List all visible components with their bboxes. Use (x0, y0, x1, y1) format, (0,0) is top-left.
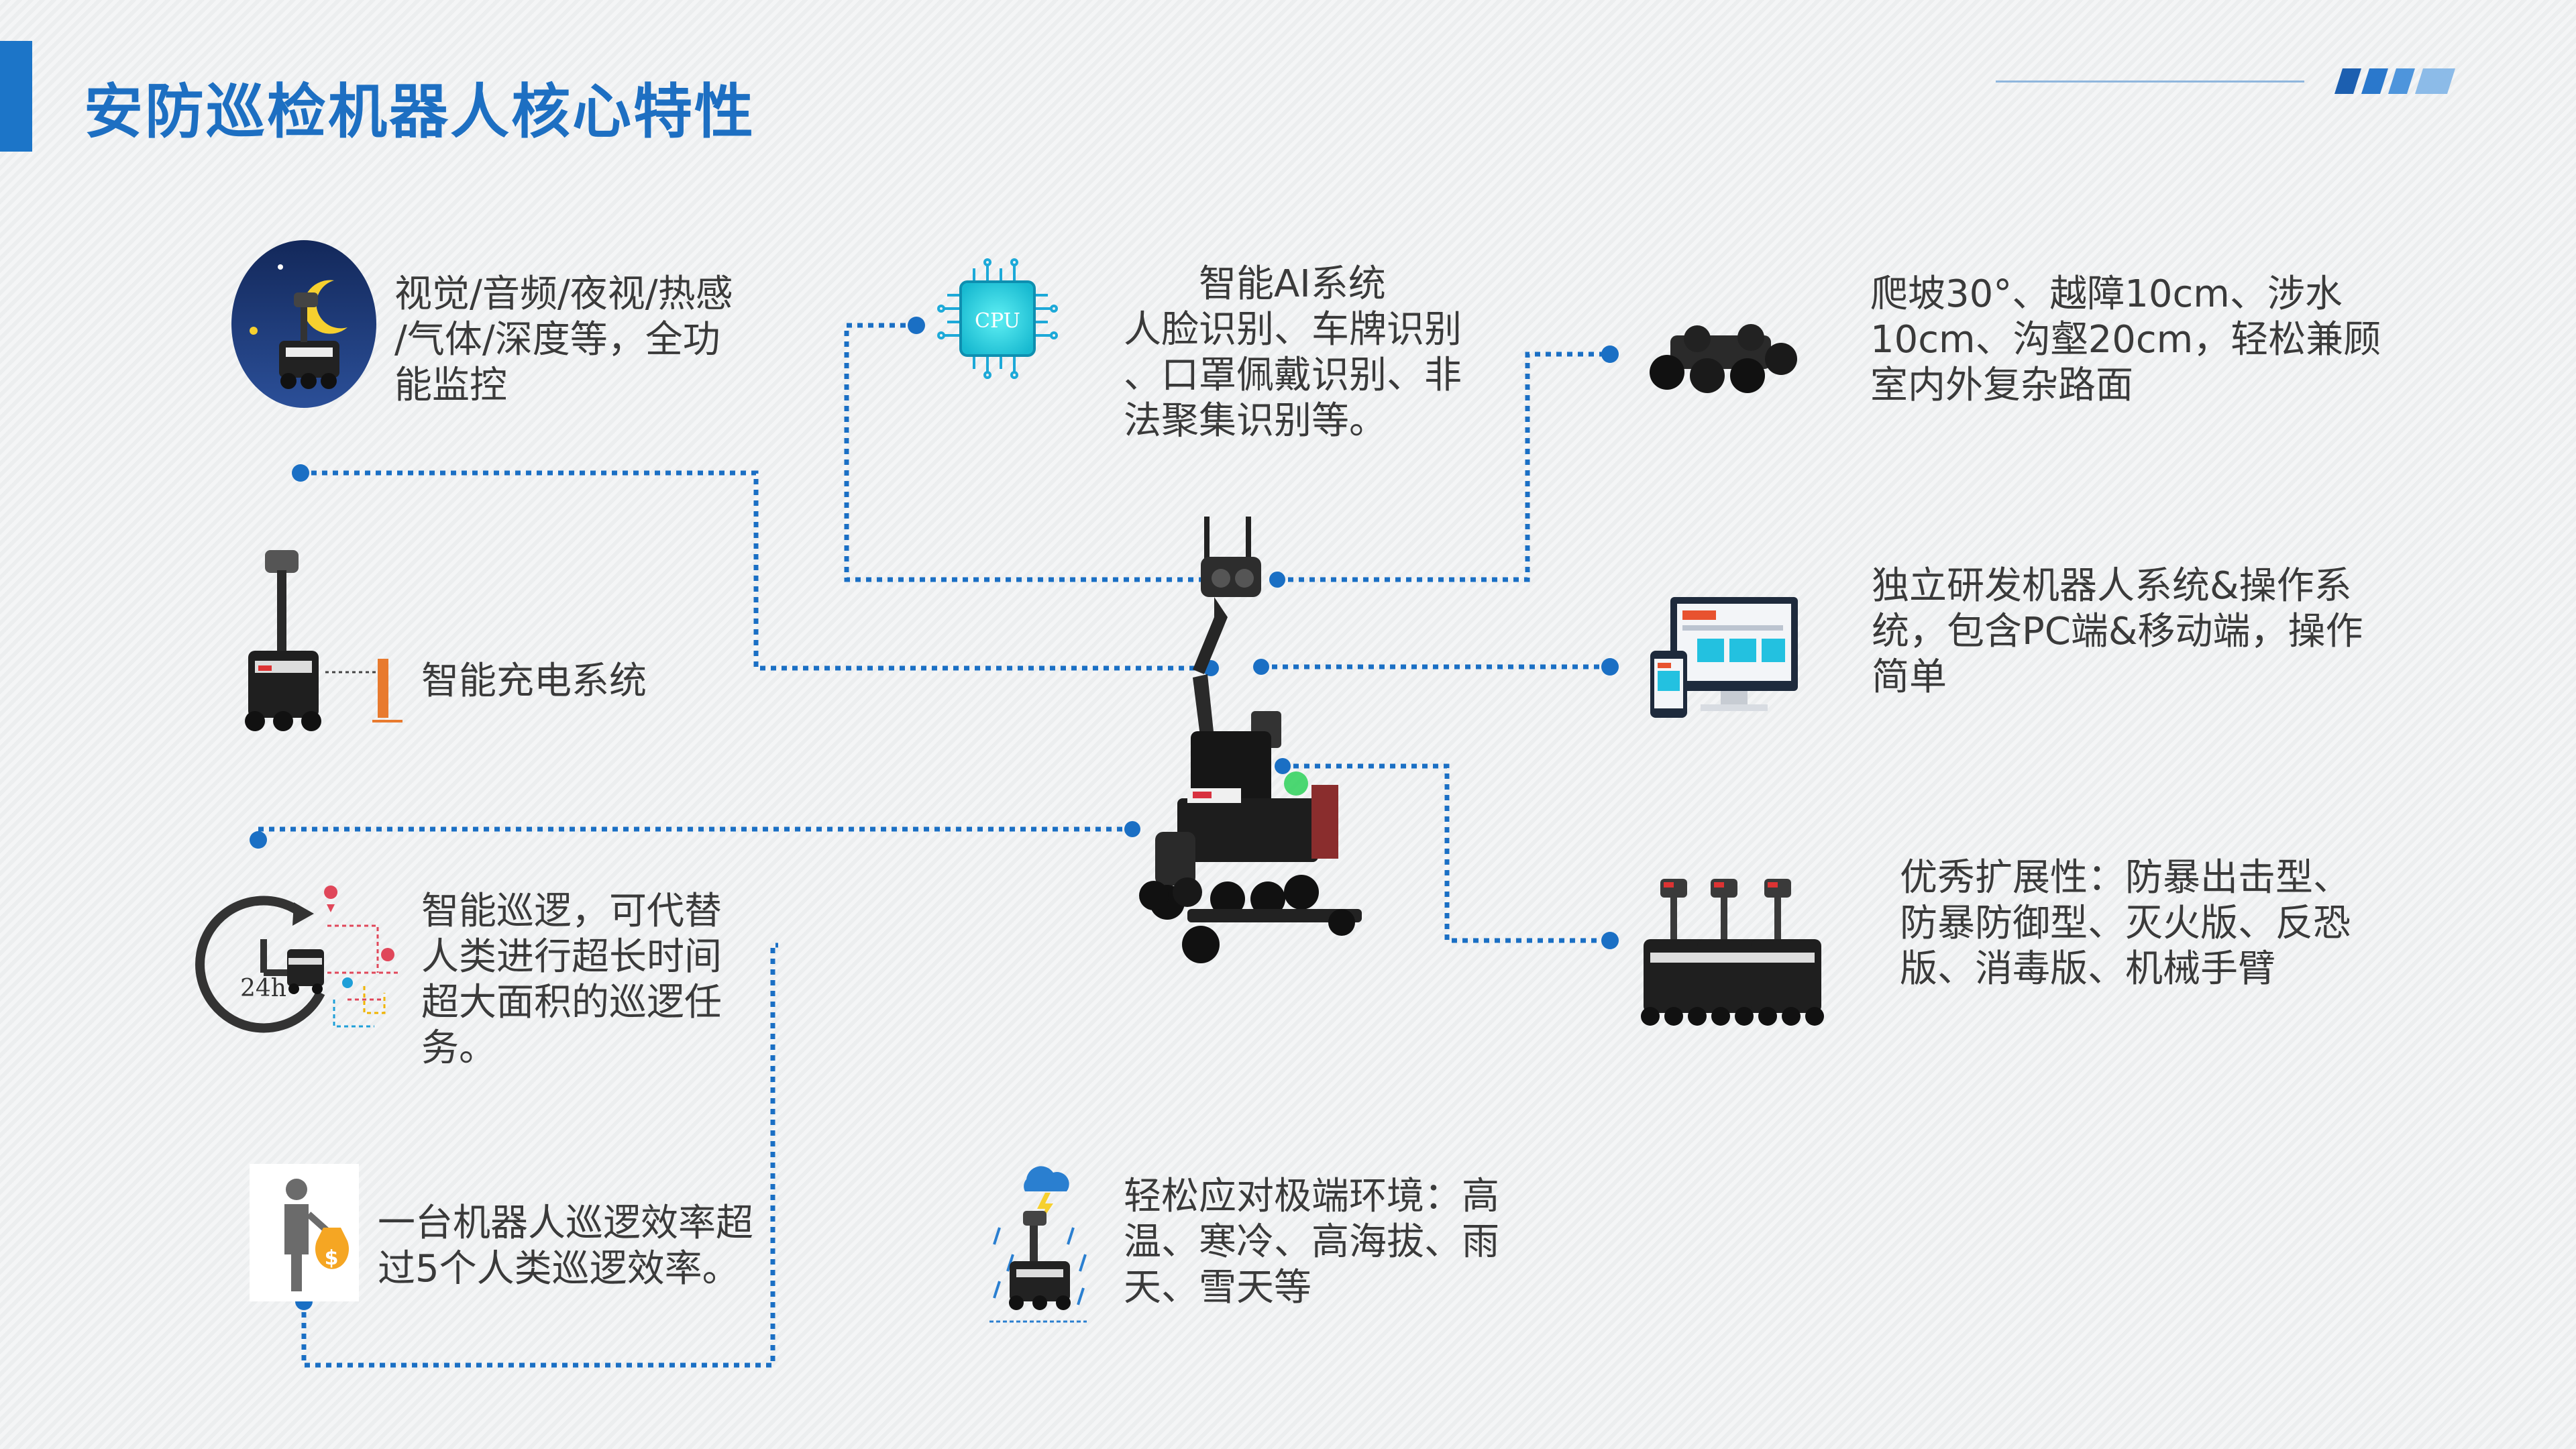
patrol-line: 智能巡逻，可代替 (421, 890, 722, 933)
os-line: 统，包含PC端&移动端，操作 (1872, 610, 2363, 653)
environment-line: 天、雪天等 (1124, 1266, 1311, 1309)
extension-line: 版、消毒版、机械手臂 (1900, 947, 2275, 991)
connector-dots (250, 317, 1619, 1310)
feature-charging-text: 智能充电系统 (421, 659, 703, 704)
patrol-clock-label: 24h (240, 975, 286, 1002)
ai-line: 人脸识别、车牌识别 (1124, 308, 1462, 352)
ai-line: 法聚集识别等。 (1124, 399, 1387, 443)
efficiency-person-icon: $ (250, 1164, 359, 1301)
dot-ai (908, 317, 925, 334)
ai-heading: 智能AI系统 (1199, 262, 1386, 306)
monitoring-line: 视觉/音频/夜视/热感 (394, 272, 733, 316)
header-stripes-icon (2334, 68, 2455, 94)
monitoring-line: /气体/深度等，全功 (394, 318, 720, 362)
feature-os-text: 独立研发机器人系统&操作系 统，包含PC端&移动端，操作 简单 (1872, 564, 2408, 700)
title-accent-bar (0, 41, 32, 152)
dot-terrain (1601, 345, 1619, 363)
environment-line: 轻松应对极端环境：高 (1124, 1175, 1499, 1218)
patrol-line: 超大面积的巡逻任 (421, 981, 722, 1024)
environment-line: 温、寒冷、高海拔、雨 (1124, 1220, 1499, 1264)
os-line: 独立研发机器人系统&操作系 (1872, 564, 2352, 608)
center-robot-icon (1139, 517, 1362, 963)
monitoring-line: 能监控 (394, 364, 507, 407)
connector-extension (1283, 763, 1610, 943)
connector-patrol (256, 826, 1132, 840)
feature-monitoring-text: 视觉/音频/夜视/热感 /气体/深度等，全功 能监控 (394, 272, 770, 409)
night-monitoring-robot-icon (231, 240, 376, 408)
dot-patrol (250, 831, 267, 849)
patrol-line: 务。 (421, 1026, 496, 1070)
extension-line: 优秀扩展性：防暴出击型、 (1900, 856, 2351, 900)
feature-terrain-text: 爬坡30°、越障10cm、涉水 10cm、沟壑20cm，轻松兼顾 室内外复杂路面 (1870, 272, 2407, 409)
ai-line: 、口罩佩戴识别、非 (1124, 354, 1462, 397)
connector-ai (844, 323, 1211, 582)
extreme-weather-icon (989, 1166, 1087, 1323)
feature-ai-text: 智能AI系统 人脸识别、车牌识别 、口罩佩戴识别、非 法聚集识别等。 (1124, 262, 1499, 444)
terrain-line: 10cm、沟壑20cm，轻松兼顾 (1870, 318, 2381, 362)
efficiency-line: 过5个人类巡逻效率。 (378, 1247, 740, 1291)
charging-robot-icon (245, 550, 402, 731)
feature-environment-text: 轻松应对极端环境：高 温、寒冷、高海拔、雨 天、雪天等 (1124, 1174, 1540, 1311)
terrain-chassis-icon (1650, 324, 1797, 393)
extension-line: 防暴防御型、灭火版、反恐 (1900, 902, 2351, 945)
charging-line: 智能充电系统 (421, 659, 647, 703)
page-title: 安防巡检机器人核心特性 (84, 77, 756, 146)
os-line: 简单 (1872, 655, 1947, 699)
cpu-chip-label: CPU (975, 309, 1020, 333)
dot-monitoring (292, 464, 309, 482)
feature-patrol-text: 智能巡逻，可代替 人类进行超长时间 超大面积的巡逻任 务。 (421, 889, 757, 1071)
patrol-line: 人类进行超长时间 (421, 935, 722, 979)
efficiency-line: 一台机器人巡逻效率超 (378, 1201, 753, 1245)
patrol-24h-icon: 24h (195, 885, 401, 1033)
robot-fleet-icon (1641, 879, 1824, 1026)
terrain-line: 爬坡30°、越障10cm、涉水 (1870, 272, 2343, 316)
connector-terrain (1277, 352, 1610, 582)
multi-device-icon (1650, 597, 1798, 718)
connector-monitoring (301, 470, 1211, 671)
svg-text:$: $ (325, 1246, 339, 1270)
terrain-line: 室内外复杂路面 (1870, 364, 2133, 407)
dot-extension (1601, 932, 1619, 949)
feature-efficiency-text: 一台机器人巡逻效率超 过5个人类巡逻效率。 (378, 1201, 780, 1292)
dot-os (1601, 658, 1619, 676)
feature-extension-text: 优秀扩展性：防暴出击型、 防暴防御型、灭火版、反恐 版、消毒版、机械手臂 (1900, 855, 2436, 992)
cpu-chip-icon: CPU (937, 258, 1058, 379)
header-rule (1996, 80, 2304, 83)
